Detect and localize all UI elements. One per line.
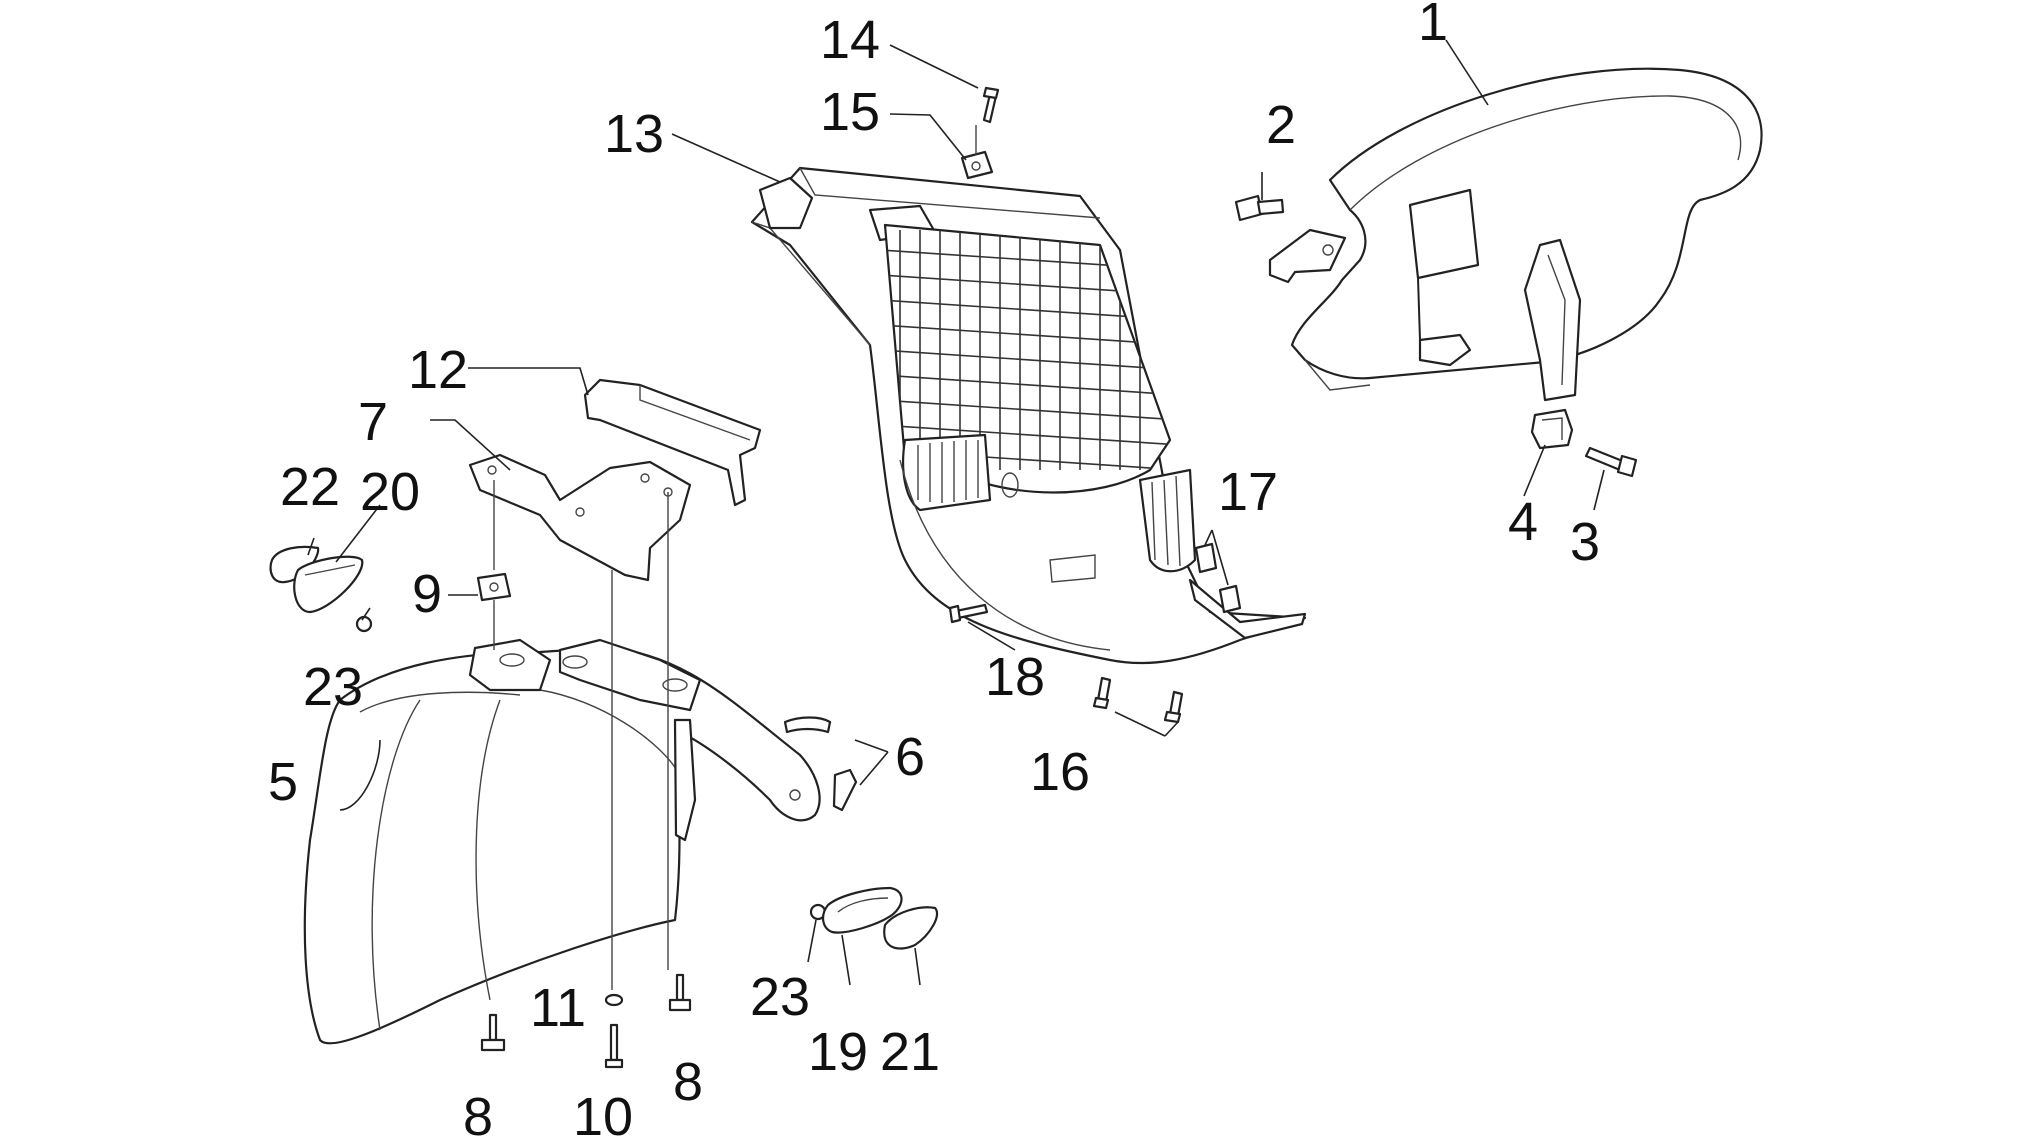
callout-8b: 8 xyxy=(673,1052,703,1112)
screw-part-3 xyxy=(1584,446,1638,478)
callout-21: 21 xyxy=(880,1022,940,1082)
clip-part-17 xyxy=(1194,542,1242,614)
callout-15: 15 xyxy=(820,82,880,142)
callout-17: 17 xyxy=(1218,462,1278,522)
callout-9: 9 xyxy=(412,564,442,624)
assembly-guide-lines xyxy=(493,125,977,990)
callout-23b: 23 xyxy=(750,967,810,1027)
callout-10: 10 xyxy=(573,1087,633,1140)
screw-part-2 xyxy=(1234,194,1285,222)
callout-labels: 1 2 3 4 5 6 7 8 8 9 10 11 12 13 14 15 16… xyxy=(268,0,1600,1140)
callout-13: 13 xyxy=(604,104,664,164)
callout-22: 22 xyxy=(280,457,340,517)
callout-23a: 23 xyxy=(303,657,363,717)
screw-part-10 xyxy=(604,1023,624,1069)
callout-2: 2 xyxy=(1266,95,1296,155)
lower-bracket xyxy=(1188,578,1307,640)
clip-part-4 xyxy=(1530,408,1574,450)
callout-19: 19 xyxy=(808,1022,868,1082)
callout-16: 16 xyxy=(1030,742,1090,802)
callout-1: 1 xyxy=(1418,0,1448,52)
screw-part-16 xyxy=(1092,676,1184,724)
washer-part-11 xyxy=(604,993,624,1007)
callout-11: 11 xyxy=(530,978,586,1038)
callout-18: 18 xyxy=(985,647,1045,707)
front-mudguard-part-5 xyxy=(303,638,821,1045)
callout-20: 20 xyxy=(360,462,420,522)
plate-part-7 xyxy=(468,453,692,582)
callout-14: 14 xyxy=(820,10,880,70)
callout-8a: 8 xyxy=(463,1087,493,1140)
bracket-part-12 xyxy=(583,378,762,507)
screw-part-8-left xyxy=(480,1013,506,1052)
leader-lines xyxy=(307,39,1605,986)
reflector-holder-part-19 xyxy=(822,886,903,934)
leg-shield-part-13 xyxy=(750,166,1307,665)
callout-6: 6 xyxy=(895,727,925,787)
clip-part-15 xyxy=(960,150,994,180)
clip-part-6 xyxy=(783,716,858,812)
rear-mudguard-part-1 xyxy=(1268,67,1763,402)
screw-part-8-right xyxy=(668,973,692,1012)
reflector-part-21 xyxy=(883,906,939,950)
clip-part-9 xyxy=(476,572,512,602)
reflector-holder-part-20 xyxy=(293,555,364,614)
callout-5: 5 xyxy=(268,752,298,812)
callout-3: 3 xyxy=(1570,512,1600,572)
callout-7: 7 xyxy=(358,392,388,452)
screw-part-14 xyxy=(982,86,1000,124)
nut-part-23-left xyxy=(355,615,373,633)
callout-4: 4 xyxy=(1508,492,1538,552)
callout-12: 12 xyxy=(408,340,468,400)
screw-part-18 xyxy=(948,603,989,624)
